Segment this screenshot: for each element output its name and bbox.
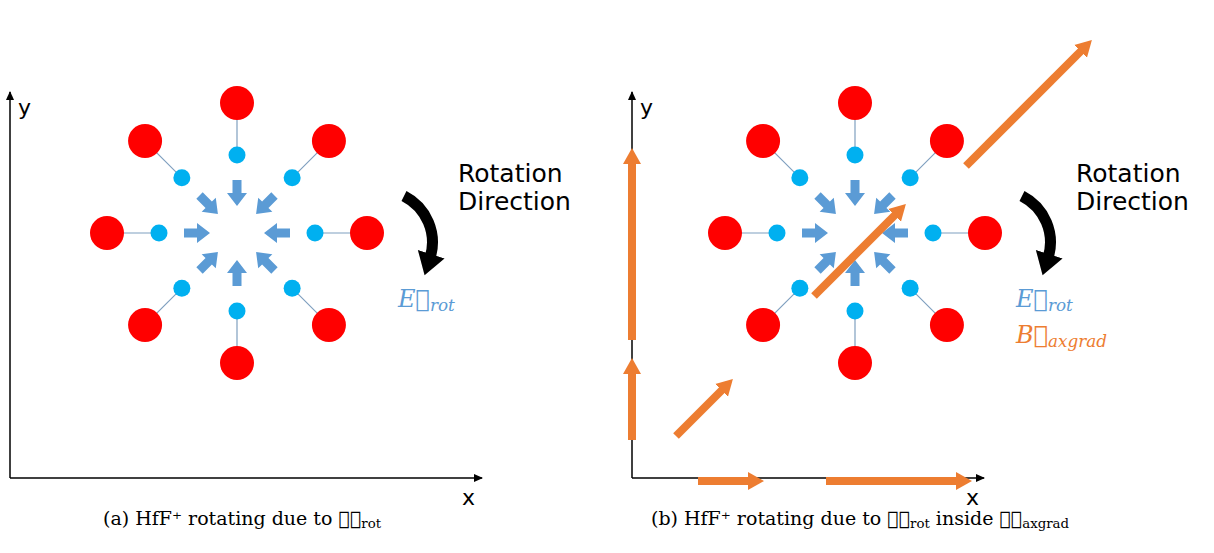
hafnium-atom <box>173 169 190 186</box>
fluorine-atom <box>968 216 1002 250</box>
field-label: B⃗axgrad <box>1016 322 1107 348</box>
fluorine-atom <box>930 124 964 158</box>
fluorine-atom <box>838 346 872 380</box>
field-arrow <box>810 188 843 221</box>
hafnium-atom <box>902 169 919 186</box>
fluorine-atom <box>128 308 162 342</box>
fluorine-atom <box>220 346 254 380</box>
fluorine-atom <box>930 308 964 342</box>
field-arrow <box>264 223 290 243</box>
fluorine-atom <box>220 86 254 120</box>
fluorine-atom <box>350 216 384 250</box>
field-arrow <box>192 188 225 221</box>
axis-label: x <box>966 486 979 510</box>
magnetic-field-arrows <box>632 50 1082 481</box>
hafnium-atom <box>847 147 864 164</box>
hafnium-atom <box>847 303 864 320</box>
hafnium-atom <box>925 225 942 242</box>
hafnium-atom <box>173 280 190 297</box>
hafnium-atom <box>229 303 246 320</box>
fluorine-atom <box>312 308 346 342</box>
caption: (b) HfF⁺ rotating due to ℰ⃗rot inside ℬ⃗… <box>651 508 1069 529</box>
rotation-label: Rotation Direction <box>1076 160 1206 215</box>
field-arrow <box>249 245 282 278</box>
rotation-label: Rotation Direction <box>458 160 588 215</box>
molecules <box>90 86 1002 380</box>
field-arrow <box>802 223 828 243</box>
caption: (a) HfF⁺ rotating due to ℰ⃗rot <box>103 508 381 529</box>
field-arrow <box>227 180 247 206</box>
hafnium-atom <box>791 169 808 186</box>
hafnium-atom <box>284 169 301 186</box>
field-arrow <box>227 260 247 286</box>
fluorine-atom <box>746 124 780 158</box>
field-label: E⃗rot <box>1016 286 1073 312</box>
fluorine-atom <box>838 86 872 120</box>
hafnium-atom <box>791 280 808 297</box>
fluorine-atom <box>128 124 162 158</box>
fluorine-atom <box>708 216 742 250</box>
axis-label: y <box>18 96 31 120</box>
field-label: E⃗rot <box>398 286 455 312</box>
field-arrow <box>867 245 900 278</box>
fluorine-atom <box>312 124 346 158</box>
field-arrow <box>192 245 225 278</box>
hafnium-atom <box>902 280 919 297</box>
axis-label: y <box>640 96 653 120</box>
hafnium-atom <box>151 225 168 242</box>
hafnium-atom <box>769 225 786 242</box>
fluorine-atom <box>90 216 124 250</box>
field-arrow <box>184 223 210 243</box>
hafnium-atom <box>229 147 246 164</box>
axis-label: x <box>462 486 475 510</box>
field-arrow <box>249 188 282 221</box>
hafnium-atom <box>284 280 301 297</box>
fluorine-atom <box>746 308 780 342</box>
hafnium-atom <box>307 225 324 242</box>
axes <box>10 92 984 478</box>
field-arrow <box>845 180 865 206</box>
